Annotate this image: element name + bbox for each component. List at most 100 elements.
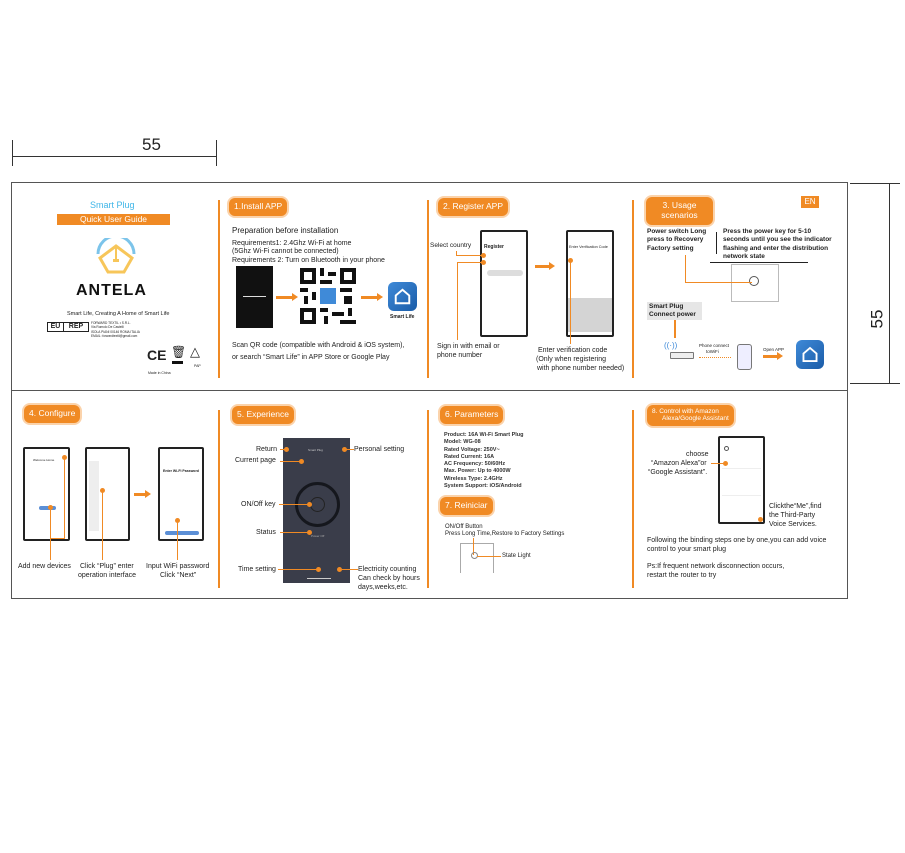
section-install-heading: 1.Install APP xyxy=(229,198,288,216)
heading-text: 8. Control with Amazon xyxy=(652,408,719,415)
callout-dot xyxy=(48,505,53,510)
phone-connect-label-1: Phone connect xyxy=(699,343,730,348)
made-in-label: Made in China xyxy=(148,371,171,375)
callout-line xyxy=(685,282,752,283)
callout-dot xyxy=(100,488,105,493)
follow-text-2: control to your smart plug xyxy=(647,546,726,553)
reset-line-2: Press Long Time,Restore to Factory Setti… xyxy=(445,531,565,537)
height-dimension-tick-bottom xyxy=(850,383,900,384)
ce-mark-icon: CE xyxy=(147,347,167,363)
callout-dot xyxy=(307,530,312,535)
return-label: Return xyxy=(256,446,278,453)
height-dimension-tick-top xyxy=(850,183,900,184)
state-light-icon xyxy=(471,552,478,559)
weee-bar xyxy=(172,361,183,364)
smart-plug-device xyxy=(731,264,779,302)
ps-text-2: restart the router to try xyxy=(647,572,717,579)
rep-info: FORWARD TEXTIL • S.R.L. Via Romolo De Ca… xyxy=(91,321,140,338)
heading-text: 7. Reiniciar xyxy=(445,500,488,510)
sign-in-label-1: Sign in with email or xyxy=(437,343,500,350)
col-divider xyxy=(632,200,634,378)
parameter-item: Max. Power: Up to 4000W xyxy=(444,468,511,475)
width-dimension-label: 55 xyxy=(142,135,161,154)
plug-control-screen: Smart Plug Power Off xyxy=(283,438,350,583)
parameter-item: Wireless Type: 2.4GHz xyxy=(444,475,503,482)
phone-connect-label-2: toWiFi xyxy=(706,349,719,354)
reset-line-1: ON/Off Button xyxy=(445,524,483,530)
configure-label-1: Add new devices xyxy=(18,563,71,570)
verify-label-1: Enter verification code xyxy=(538,347,608,354)
callout-dot xyxy=(337,567,342,572)
electricity-label-2: Can check by hours xyxy=(358,575,420,582)
callout-dot xyxy=(568,258,573,263)
callout-line xyxy=(278,569,318,570)
rep-line: ISOLA PIANI 00146 ROMA ITALIA xyxy=(91,329,140,334)
callout-line xyxy=(456,255,483,256)
text-line: Power switch Long xyxy=(647,228,707,235)
row-divider xyxy=(11,390,848,391)
callout-line xyxy=(64,458,65,538)
device-list-phone-screen xyxy=(85,447,130,541)
callout-line xyxy=(711,463,725,464)
home-phone-screen: Welcome Home xyxy=(23,447,70,541)
col-divider xyxy=(218,410,220,588)
verify-label-2: (Only when registering xyxy=(536,356,607,363)
heading-text: scenarios xyxy=(661,209,698,220)
parameters-list: Product: 16A Wi-Fi Smart Plug Model: WG-… xyxy=(444,432,524,490)
parameter-item: Model: WG-08 xyxy=(444,439,481,446)
parameter-item: AC Frequency: 50/60Hz xyxy=(444,461,506,467)
arrow-icon xyxy=(763,352,783,360)
follow-text-1: Following the binding steps one by one,y… xyxy=(647,537,827,544)
callout-dot xyxy=(723,461,728,466)
arrow-icon xyxy=(535,262,555,270)
width-dimension-tick-right xyxy=(216,140,217,166)
parameter-item: Rated Current: 16A xyxy=(444,453,495,460)
lang-text: EN xyxy=(804,197,816,206)
state-light-label: State Light xyxy=(502,553,531,559)
callout-dot xyxy=(62,455,67,460)
width-dimension xyxy=(12,156,216,157)
configure-label-3b: Click “Next” xyxy=(160,572,197,579)
screen-title: Register xyxy=(484,244,505,250)
text-line: flashing and enter the distribution xyxy=(723,244,829,252)
callout-dot xyxy=(342,447,347,452)
ps-text-1: Ps:If frequent network disconnection occ… xyxy=(647,563,785,570)
configure-label-2a: Click “Plug” enter xyxy=(80,563,134,570)
onoff-label: ON/Off key xyxy=(241,501,276,508)
callout-line xyxy=(477,556,501,557)
parameter-item: System Support: iOS/Android xyxy=(444,482,522,489)
guide-title: Quick User Guide xyxy=(79,214,148,224)
open-app-label: Open APP xyxy=(763,347,785,352)
phone-icon xyxy=(737,344,752,370)
heading-text: 3. Usage xyxy=(662,200,697,210)
text-line: Smart Plug xyxy=(649,303,684,310)
callout-line xyxy=(456,251,457,256)
text-line: Factory setting xyxy=(647,244,694,252)
callout-line xyxy=(345,449,354,450)
weee-bin-icon: 🗑 xyxy=(171,345,187,359)
configure-label-2b: operation interface xyxy=(78,572,136,579)
col-divider xyxy=(218,200,220,378)
arrow-line xyxy=(674,320,676,338)
callout-line xyxy=(280,532,309,533)
verify-label-3: with phone number needed) xyxy=(537,365,625,372)
callout-dot xyxy=(299,459,304,464)
choose-label-1: choose xyxy=(686,451,709,458)
register-phone-screen: Register xyxy=(480,230,528,337)
time-setting-label: Time setting xyxy=(238,566,276,573)
power-button-icon xyxy=(749,276,759,286)
select-country-label: Select country xyxy=(430,242,472,249)
choose-label-3: “Google Assistant”. xyxy=(648,469,708,476)
text-line: seconds until you see the indicator xyxy=(723,236,832,244)
callout-dot xyxy=(307,502,312,507)
callout-line xyxy=(50,538,65,539)
separator xyxy=(716,232,717,254)
language-badge: EN xyxy=(801,196,819,208)
status-label: Status xyxy=(256,529,276,536)
parameter-item: Product: 16A Wi-Fi Smart Plug xyxy=(444,432,524,438)
eu-rep-box: EU REP xyxy=(47,322,89,332)
callout-line xyxy=(102,491,103,560)
text-line: Connect power xyxy=(649,311,696,319)
